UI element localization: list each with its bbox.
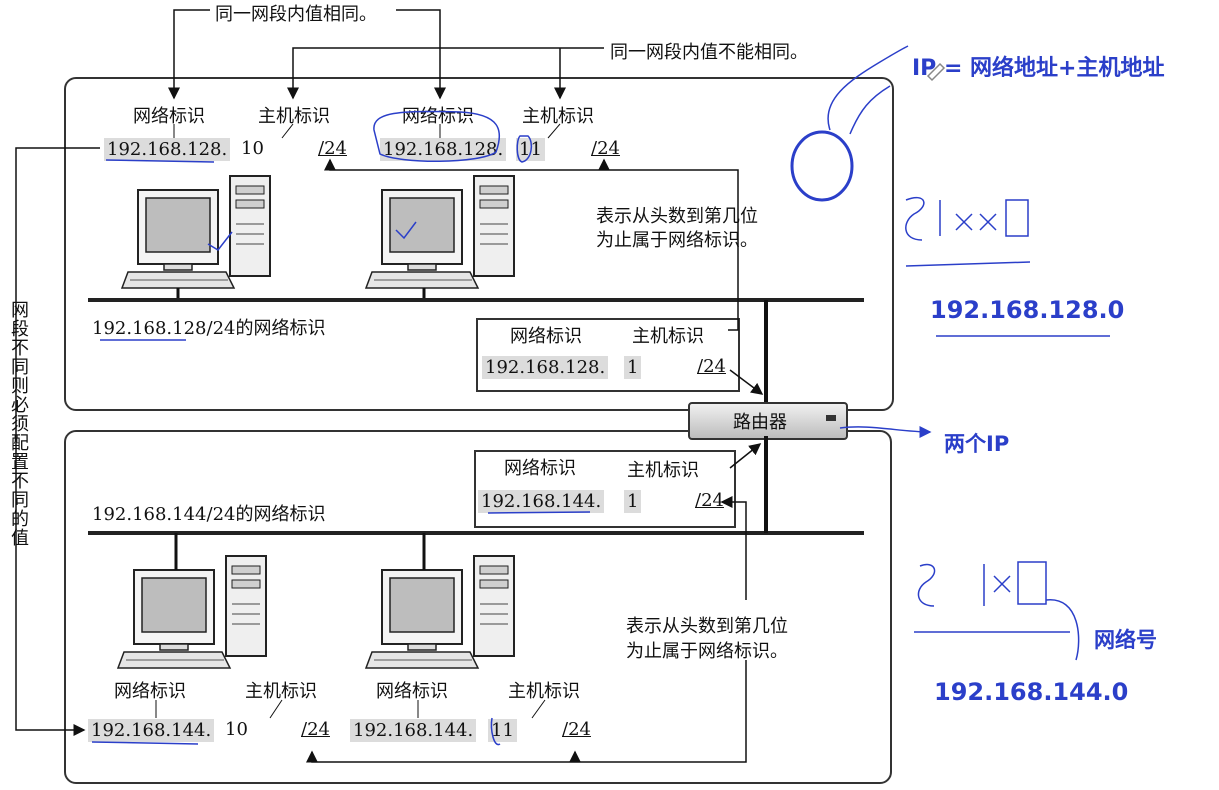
bottom-hostB-prefix: /24 xyxy=(562,719,591,740)
bottom-router-if-host: 1 xyxy=(624,490,642,513)
top-network-caption: 192.168.128/24的网络标识 xyxy=(92,318,326,339)
bottom-hostB-network-label: 网络标识 xyxy=(376,681,448,702)
top-hostB-prefix: /24 xyxy=(591,138,620,159)
bottom-hostB-host: 11 xyxy=(488,719,517,742)
top-router-if-prefix: /24 xyxy=(697,356,726,377)
top-hostA-net: 192.168.128. xyxy=(104,138,231,161)
top-hostA-network-label: 网络标识 xyxy=(133,106,205,127)
top-hostA-host: 10 xyxy=(241,138,264,159)
top-hostB-net: 192.168.128. xyxy=(380,138,507,161)
bottom-router-if-network-label: 网络标识 xyxy=(504,458,576,479)
bottom-hostB-host-label: 主机标识 xyxy=(508,681,580,702)
bottom-hostA-host: 10 xyxy=(225,719,248,740)
top-prefix-explain-2: 为止属于网络标识。 xyxy=(596,230,758,251)
top-router-if-host-label: 主机标识 xyxy=(632,326,704,347)
note-not-same-value: 同一网段内值不能相同。 xyxy=(610,42,808,63)
two-ip-note: 两个IP xyxy=(944,432,1010,456)
bottom-prefix-explain-1: 表示从头数到第几位 xyxy=(626,616,788,637)
bottom-hostB-net: 192.168.144. xyxy=(350,719,477,742)
bottom-network-bus xyxy=(88,531,864,535)
pencil-icon xyxy=(926,62,946,82)
router-led xyxy=(826,415,836,421)
top-router-if-box xyxy=(476,318,740,392)
router-label: 路由器 xyxy=(733,412,787,433)
top-router-if-net: 192.168.128. xyxy=(482,356,609,379)
top-router-if-network-label: 网络标识 xyxy=(510,326,582,347)
bottom-hostA-prefix: /24 xyxy=(301,719,330,740)
note-same-value: 同一网段内值相同。 xyxy=(215,4,377,25)
ip-formula-note: IP = 网络地址+主机地址 xyxy=(912,56,1165,81)
network-number-note: 网络号 xyxy=(1094,628,1157,652)
top-hostB-host-label: 主机标识 xyxy=(522,106,594,127)
bottom-router-if-box xyxy=(474,450,736,528)
bottom-router-if-prefix: /24 xyxy=(695,490,724,511)
top-hostA-prefix: /24 xyxy=(318,138,347,159)
bottom-hostA-net: 192.168.144. xyxy=(88,719,215,742)
network-address-1: 192.168.128.0 xyxy=(930,296,1125,324)
bottom-hostA-network-label: 网络标识 xyxy=(114,681,186,702)
bottom-network-caption: 192.168.144/24的网络标识 xyxy=(92,504,326,525)
network-address-2: 192.168.144.0 xyxy=(934,678,1129,706)
bottom-hostA-host-label: 主机标识 xyxy=(245,681,317,702)
top-network-bus xyxy=(88,298,864,302)
side-note: 网段不同则必须配置不同的值 xyxy=(8,300,29,547)
top-prefix-explain-1: 表示从头数到第几位 xyxy=(596,206,758,227)
bottom-router-if-net: 192.168.144. xyxy=(478,490,605,513)
top-router-if-host: 1 xyxy=(624,356,642,379)
bottom-router-if-host-label: 主机标识 xyxy=(627,460,699,481)
bottom-prefix-explain-2: 为止属于网络标识。 xyxy=(626,641,788,662)
top-hostA-host-label: 主机标识 xyxy=(258,106,330,127)
